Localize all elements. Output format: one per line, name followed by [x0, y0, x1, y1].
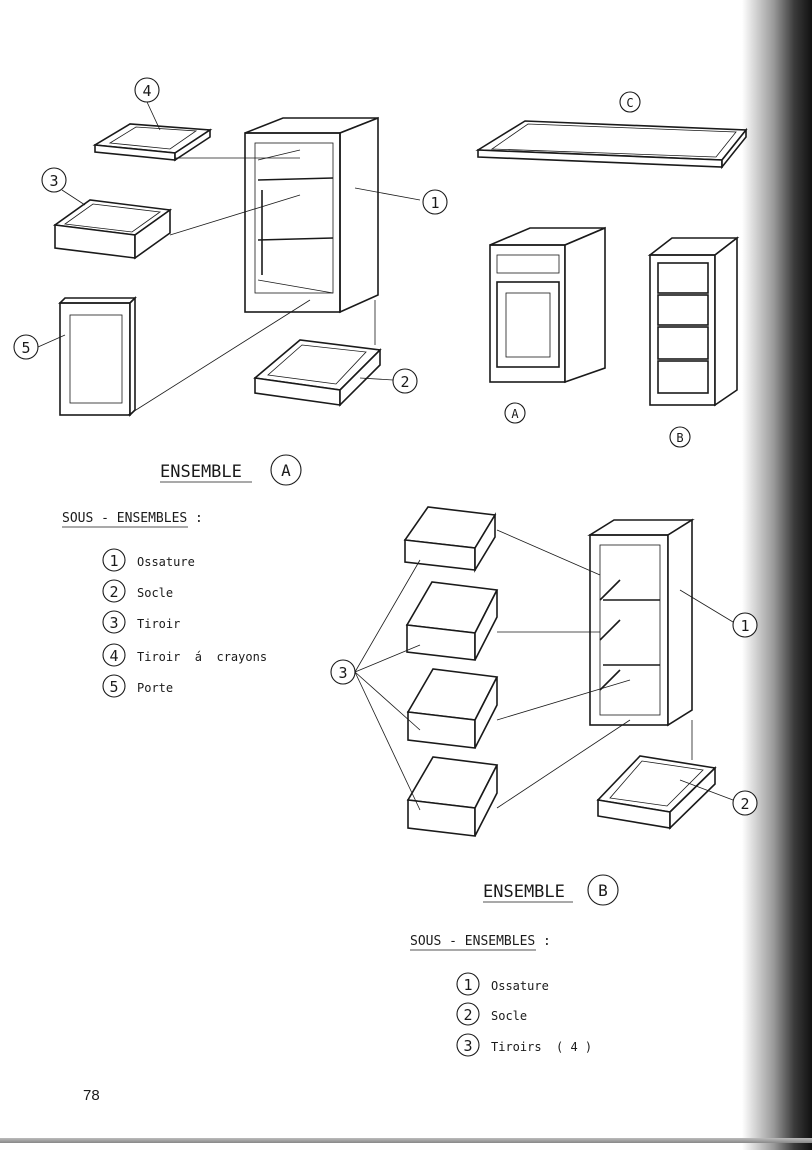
list-item: Porte: [137, 681, 173, 695]
callout-4-label: 4: [142, 82, 151, 100]
ensemble-a-circle: [270, 454, 302, 486]
callout-2-label: 2: [400, 373, 409, 391]
list-item: Tiroir: [137, 617, 180, 631]
ensemble-b-letter: B: [598, 881, 608, 900]
callout-b-2: [732, 790, 758, 816]
ensemble-a-title: ENSEMBLE: [160, 462, 242, 482]
callout-b-2-label: 2: [740, 795, 749, 813]
ensemble-b-subtitle: SOUS - ENSEMBLES :: [410, 934, 551, 949]
callout-c-label: C: [626, 96, 633, 110]
ensemble-b-title: ENSEMBLE: [483, 882, 565, 902]
svg-text:1: 1: [463, 976, 472, 994]
tiroir-a-crayons: [92, 123, 213, 162]
callout-b-label: B: [676, 431, 683, 445]
svg-text:3: 3: [109, 614, 118, 632]
socle-b: [596, 755, 717, 830]
callout-b-1: [732, 612, 758, 638]
plateau-c: [475, 120, 748, 170]
callout-5-label: 5: [21, 339, 30, 357]
binding-shadow: [742, 0, 812, 1150]
svg-text:5: 5: [109, 678, 118, 696]
meuble-b: [647, 236, 740, 407]
callout-a: [504, 402, 526, 424]
ensemble-a-list: 1 Ossature 2 Socle 3 Tiroir 4 Tiroir á crayo…: [102, 548, 267, 698]
page-number: 78: [83, 1087, 100, 1104]
callout-3: [41, 167, 67, 193]
arrows-a: [37, 101, 421, 416]
callout-b-3: [330, 659, 356, 685]
callout-5: [13, 334, 39, 360]
list-item: Ossature: [491, 979, 549, 993]
ossature-b: [587, 518, 695, 727]
ensemble-a-letter: A: [281, 461, 291, 480]
callout-1-label: 1: [430, 194, 439, 212]
callout-c: [619, 91, 641, 113]
list-item: Socle: [491, 1009, 527, 1023]
ensemble-b-circle: [587, 874, 619, 906]
ensemble-a-subtitle: SOUS - ENSEMBLES :: [62, 511, 203, 526]
svg-text:2: 2: [463, 1006, 472, 1024]
svg-text:3: 3: [463, 1037, 472, 1055]
callout-2: [392, 368, 418, 394]
tiroirs-b: [403, 506, 499, 837]
svg-text:4: 4: [109, 647, 118, 665]
callout-b-1-label: 1: [740, 617, 749, 635]
ensemble-b-list: 1 Ossature 2 Socle 3 Tiroirs ( 4 ): [456, 972, 592, 1057]
list-item: Tiroir á crayons: [137, 650, 267, 664]
callout-a-label: A: [511, 407, 519, 421]
meuble-a: [489, 226, 606, 384]
list-item: Ossature: [137, 555, 195, 569]
callout-4: [134, 77, 160, 103]
callout-1: [422, 189, 448, 215]
svg-text:2: 2: [109, 583, 118, 601]
arrows-b: [354, 529, 734, 811]
page-edge: [0, 1138, 812, 1143]
svg-text:3: 3: [338, 664, 347, 682]
ossature-a: [244, 116, 379, 314]
socle-a: [253, 339, 382, 407]
list-item: Socle: [137, 586, 173, 600]
porte: [58, 296, 137, 417]
svg-text:1: 1: [109, 552, 118, 570]
tiroir: [52, 199, 173, 260]
callout-b: [669, 426, 691, 448]
list-item: Tiroirs ( 4 ): [491, 1040, 592, 1054]
callout-3-label: 3: [49, 172, 58, 190]
